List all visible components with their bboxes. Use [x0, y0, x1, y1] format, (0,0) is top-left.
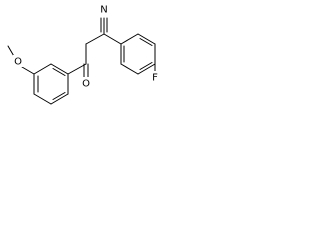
bond: [139, 62, 153, 70]
ketone-oxygen-label: O: [82, 79, 90, 90]
bond: [52, 92, 66, 100]
bond: [67, 63, 87, 75]
bond: [33, 93, 52, 105]
methoxy-oxygen-label: O: [14, 57, 22, 68]
bond: [52, 68, 66, 76]
nitrile-nitrogen-label: N: [100, 5, 107, 16]
chemical-structure: N O O F: [7, 4, 161, 105]
bond: [50, 63, 69, 75]
bond: [50, 93, 69, 105]
bond: [137, 33, 156, 45]
bond: [120, 33, 139, 45]
bond: [21, 66, 35, 75]
fluorine-label: F: [152, 73, 158, 84]
left-benzene-ring: [33, 63, 69, 105]
carbon-chain: [67, 33, 105, 79]
right-benzene-ring: [103, 33, 156, 75]
bond: [85, 33, 105, 45]
bond: [137, 63, 156, 75]
nitrile-group: [100, 17, 108, 35]
bond: [103, 33, 122, 45]
bond: [120, 63, 139, 75]
bond: [33, 63, 52, 75]
bond: [139, 38, 153, 46]
